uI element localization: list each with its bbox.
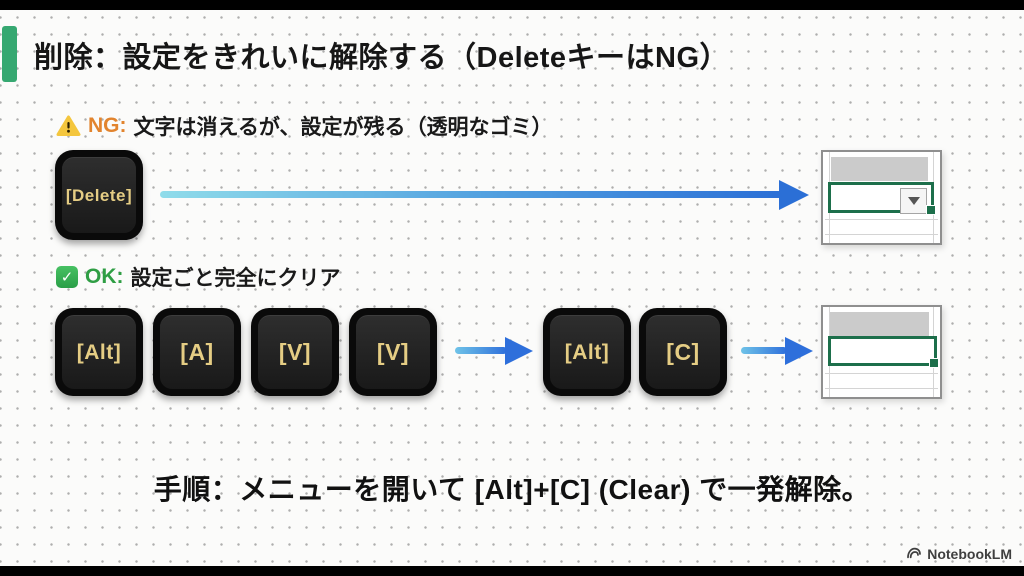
check-glyph: ✓	[60, 269, 74, 286]
ok-heading: ✓ OK: 設定ごと完全にクリア	[56, 262, 341, 292]
ng-heading: NG: 文字は消えるが、設定が残る（透明なゴミ）	[56, 111, 552, 141]
key-delete-label: [Delete]	[65, 185, 133, 205]
dropdown-button	[900, 188, 927, 214]
check-icon: ✓	[56, 266, 78, 288]
ng-result-cell-image	[821, 150, 942, 245]
key-label: [V]	[376, 339, 410, 365]
ok-arrow2-shaft	[741, 347, 787, 354]
key-delete-cap: [Delete]	[62, 157, 136, 233]
ng-arrow-shaft	[160, 191, 782, 198]
ok-result-cell-image	[821, 305, 942, 399]
selected-cell	[828, 182, 936, 215]
key-label: [C]	[666, 339, 700, 365]
title-accent-bar	[2, 26, 17, 82]
ok-label: OK:	[85, 265, 124, 288]
warning-icon	[56, 115, 81, 136]
ng-label: NG:	[88, 114, 127, 137]
key-a: [A]	[153, 308, 241, 396]
ok-text: 設定ごと完全にクリア	[130, 267, 341, 290]
key-label: [V]	[278, 339, 312, 365]
fill-handle	[926, 205, 936, 215]
fill-handle	[929, 358, 939, 368]
ok-arrow1-head	[505, 337, 533, 365]
notebooklm-logo-icon	[907, 547, 922, 559]
key-v-2: [V]	[349, 308, 437, 396]
key-v-1: [V]	[251, 308, 339, 396]
key-c: [C]	[639, 308, 727, 396]
watermark: NotebookLM	[906, 546, 1012, 562]
letterbox-bottom	[0, 566, 1024, 576]
key-label: [Alt]	[564, 340, 610, 364]
grid-line	[825, 234, 938, 235]
keycap: [Alt]	[550, 315, 624, 389]
selected-cell	[828, 336, 939, 368]
keycap: [V]	[258, 315, 332, 389]
page-title: 削除：設定をきれいに解除する（DeleteキーはNG）	[34, 42, 730, 74]
keycap: [Alt]	[62, 315, 136, 389]
key-alt-2: [Alt]	[543, 308, 631, 396]
letterbox-top	[0, 0, 1024, 10]
key-label: [Alt]	[76, 340, 122, 364]
footer-instruction: 手順：メニューを開いて [Alt]+[C] (Clear) で一発解除。	[153, 474, 871, 505]
keycap: [A]	[160, 315, 234, 389]
key-label: [A]	[180, 339, 214, 365]
dropdown-arrow-icon	[907, 197, 920, 205]
ng-text: 文字は消えるが、設定が残る（透明なゴミ）	[133, 116, 553, 139]
grid-line	[825, 373, 938, 374]
grid-line	[825, 388, 938, 389]
keycap: [C]	[646, 315, 720, 389]
keycap: [V]	[356, 315, 430, 389]
ok-arrow1-shaft	[455, 347, 507, 354]
key-alt-1: [Alt]	[55, 308, 143, 396]
cell-header-band	[830, 312, 929, 336]
key-delete: [Delete]	[55, 150, 143, 240]
watermark-text: NotebookLM	[927, 546, 1012, 562]
ok-arrow2-head	[785, 337, 813, 365]
ng-arrow-head	[779, 180, 809, 210]
grid-line	[825, 219, 938, 220]
cell-header-band	[831, 157, 928, 181]
